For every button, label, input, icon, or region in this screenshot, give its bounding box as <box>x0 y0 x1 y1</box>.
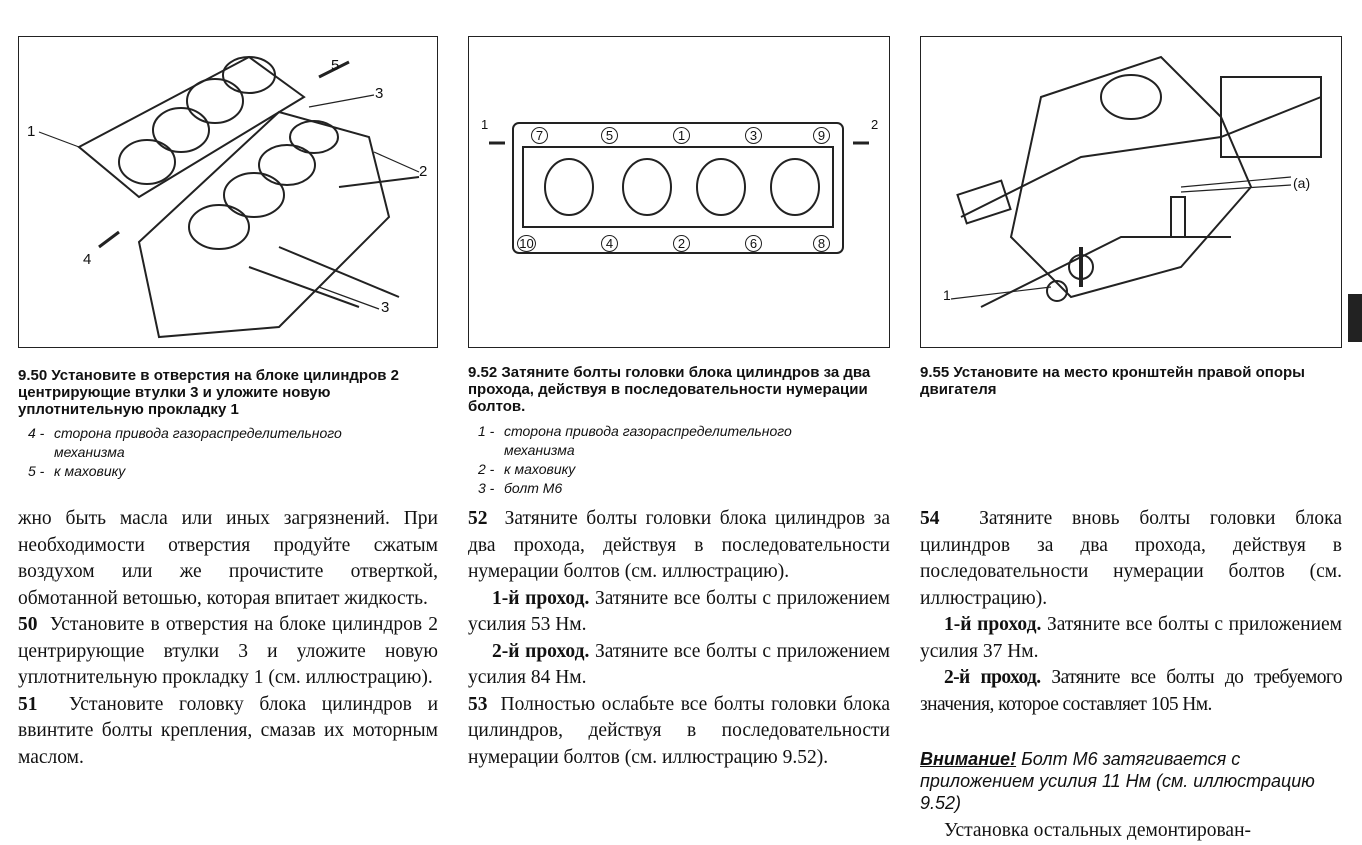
callout-2: 2 <box>419 163 428 180</box>
callout-3-bottom: 3 <box>381 299 390 316</box>
callout-1: 1 <box>27 123 36 140</box>
caption-9-50: 9.50 Установите в отверстия на блоке цил… <box>18 367 399 418</box>
paragraph-53: 53 Полностью ослабьте все болты головки … <box>468 693 891 768</box>
cylinder-head-illustration <box>489 122 869 254</box>
bolt-number: 1 <box>673 127 690 144</box>
paragraph-52: 52 Затяните болты головки блока цилиндро… <box>468 508 890 582</box>
bolt-number: 8 <box>813 235 830 252</box>
gasket-illustration <box>38 55 420 339</box>
legend-item: 5 -к маховику <box>28 463 126 479</box>
callout-3-top: 3 <box>375 85 384 102</box>
warning-note: Внимание! Болт М6 затягивается с приложе… <box>920 749 1315 813</box>
text-column-2: 52 Затяните болты головки блока цилиндро… <box>468 506 890 771</box>
caption-9-55: 9.55 Установите на место кронштейн право… <box>920 364 1305 398</box>
paragraph-54: 54 Затяните вновь болты головки блока ци… <box>920 508 1342 609</box>
bolt-number: 7 <box>531 127 548 144</box>
callout-1: 1 <box>943 287 951 303</box>
legend-9-50: 4 -сторона привода газораспределительног… <box>18 424 438 481</box>
figure-9-55: (a) 1 <box>920 36 1342 348</box>
legend-9-52: 1 -сторона привода газораспределительног… <box>468 422 888 498</box>
paragraph-pass-2: 2-й проход. Затяните все болты до требуе… <box>920 667 1343 715</box>
text-column-1: жно быть масла или иных загрязнений. При… <box>18 506 438 771</box>
paragraph-pass-1: 1-й проход. Затяните все болты с приложе… <box>920 614 1343 662</box>
paragraph-50: 50 Установите в отверстия на блоке цилин… <box>18 614 439 688</box>
callout-a: (a) <box>1293 175 1311 191</box>
callout-5: 5 <box>331 57 340 74</box>
caption-9-52: 9.52 Затяните болты головки блока цилинд… <box>468 364 871 415</box>
paragraph-continued: Установка остальных демонтирован- <box>944 820 1251 841</box>
engine-mount-illustration <box>950 55 1322 308</box>
callout-1: 1 <box>481 117 489 132</box>
figure-9-50: 1 2 3 3 4 5 <box>18 36 438 348</box>
figure-9-52: 1 2 7 5 1 3 9 10 4 2 6 8 <box>468 36 890 348</box>
bolt-number: 5 <box>601 127 618 144</box>
paragraph-pass-1: 1-й проход. Затяните все болты с приложе… <box>468 587 891 636</box>
legend-item: 2 -к маховику <box>478 461 576 477</box>
bolt-number: 6 <box>745 235 762 252</box>
callout-2: 2 <box>871 117 879 132</box>
paragraph-51: 51 Установите головку блока цилиндров и … <box>18 693 438 768</box>
bolt-number: 9 <box>813 127 830 144</box>
legend-item: 4 -сторона привода газораспределительног… <box>28 425 342 460</box>
bolt-number: 4 <box>601 235 618 252</box>
paragraph: жно быть масла или иных загрязнений. При… <box>18 508 438 609</box>
callout-4: 4 <box>83 251 92 268</box>
legend-item: 1 -сторона привода газораспределительног… <box>478 423 792 458</box>
bolt-number: 10 <box>517 235 536 252</box>
legend-item: 3 -болт М6 <box>478 480 563 496</box>
paragraph-pass-2: 2-й проход. Затяните все болты с приложе… <box>468 640 891 689</box>
chapter-tab <box>1348 294 1362 342</box>
bolt-number: 2 <box>673 235 690 252</box>
text-column-3: 54 Затяните вновь болты головки блока ци… <box>920 506 1343 718</box>
bolt-number: 3 <box>745 127 762 144</box>
